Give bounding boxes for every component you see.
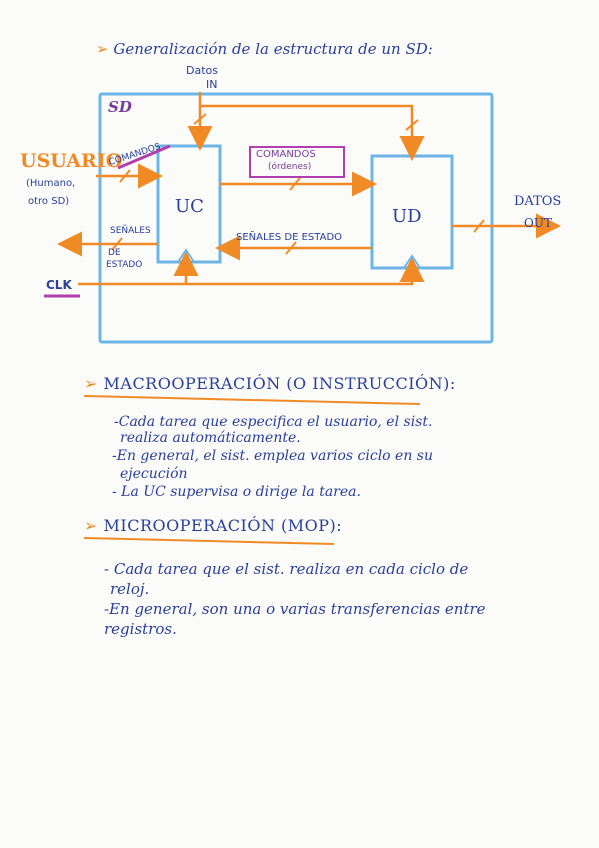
macro-heading: ➢ MACROOPERACIÓN (O INSTRUCCIÓN): (84, 374, 456, 393)
arrow-bullet-icon: ➢ (84, 516, 104, 535)
sd-label: SD (108, 98, 132, 116)
ud-clock-triangle (403, 254, 421, 269)
micro-heading: ➢ MICROOPERACIÓN (MOP): (84, 516, 342, 535)
ud-label: UD (392, 206, 422, 227)
title-text: Generalización de la estructura de un SD… (113, 40, 433, 58)
senales-left-label-1: SEÑALES (110, 226, 151, 236)
datos-out-label-1: DATOS (514, 194, 562, 209)
page-title: ➢ Generalización de la estructura de un … (96, 40, 433, 58)
uc-label: UC (175, 196, 204, 217)
comandos-box-label-1: COMANDOS (256, 149, 316, 160)
comandos-label-box (249, 146, 345, 178)
macro-item-4: ejecución (120, 466, 188, 482)
sd-system-box (98, 92, 494, 344)
comandos-highlight (117, 144, 171, 170)
macro-heading-text: MACROOPERACIÓN (O INSTRUCCIÓN): (103, 374, 456, 393)
uc-clock-triangle (177, 248, 195, 263)
macro-item-2: realiza automáticamente. (120, 430, 301, 446)
datos-in-label-1: Datos (186, 64, 218, 77)
macro-item-3: -En general, el sist. emplea varios cicl… (112, 448, 434, 464)
arrow-bullet-icon: ➢ (96, 40, 114, 58)
senales-estado-mid-label: SEÑALES DE ESTADO (236, 232, 343, 243)
datos-out-label-2: OUT (524, 216, 552, 230)
macro-item-5: - La UC supervisa o dirige la tarea. (112, 484, 361, 500)
senales-left-label-2: DE (108, 248, 121, 258)
senales-left-label-3: ESTADO (106, 260, 143, 270)
usuario-label: USUARIO (20, 150, 123, 172)
micro-underline (83, 537, 335, 545)
comandos-box-label-2: (órdenes) (268, 162, 312, 172)
macro-underline (83, 395, 421, 405)
arrow-bullet-icon: ➢ (84, 374, 104, 393)
micro-item-4: registros. (104, 620, 177, 638)
micro-item-1: - Cada tarea que el sist. realiza en cad… (104, 560, 469, 578)
macro-item-1: -Cada tarea que especifica el usuario, e… (114, 414, 433, 430)
datos-in-line-ud (200, 104, 425, 161)
clk-line (78, 257, 425, 286)
micro-heading-text: MICROOPERACIÓN (MOP): (103, 516, 343, 535)
micro-item-2: reloj. (110, 580, 150, 598)
usuario-note-1: (Humano, (26, 178, 76, 189)
datos-in-label-2: IN (206, 78, 218, 91)
micro-item-3: -En general, son una o varias transferen… (104, 600, 486, 618)
clk-label: CLK (46, 278, 72, 292)
usuario-note-2: otro SD) (28, 196, 70, 207)
